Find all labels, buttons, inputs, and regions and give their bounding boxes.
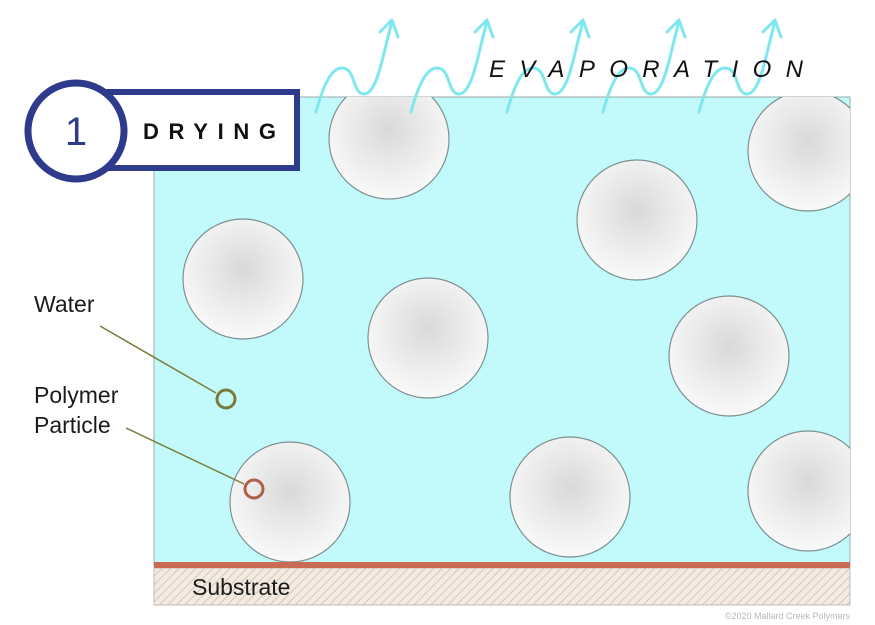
water-marker (215, 388, 237, 410)
polymer-particle (509, 436, 631, 558)
polymer-particles (182, 97, 850, 563)
step-number: 1 (65, 110, 87, 154)
polymer-particle (182, 218, 304, 340)
water-label: Water (34, 291, 95, 317)
evaporation-arrow (697, 18, 783, 114)
substrate-line (154, 562, 850, 568)
step-number-circle (24, 79, 128, 183)
polymer-particle (576, 159, 698, 281)
evaporation-arrow (505, 18, 591, 114)
evaporation-arrows (314, 18, 783, 114)
polymer-particle (367, 277, 489, 399)
polymer-label-line2: Particle (34, 412, 111, 438)
step-badge: 1 DRYING (24, 79, 300, 183)
polymer-leader-line (125, 427, 245, 485)
polymer-label-line1: Polymer (34, 382, 119, 408)
polymer-particle (747, 430, 850, 552)
polymer-particle (229, 441, 351, 563)
evaporation-arrow (314, 18, 400, 114)
evaporation-arrow (409, 18, 495, 114)
substrate-layer (153, 567, 851, 606)
polymer-particle (668, 295, 790, 417)
copyright-text: ©2020 Mallard Creek Polymers (725, 611, 851, 621)
polymer-particle (747, 97, 850, 212)
water-leader-line (99, 325, 217, 394)
evaporation-arrow (601, 18, 687, 114)
substrate-label: Substrate (192, 574, 290, 600)
polymer-particle-marker (243, 478, 265, 500)
polymer-particle (328, 97, 450, 200)
